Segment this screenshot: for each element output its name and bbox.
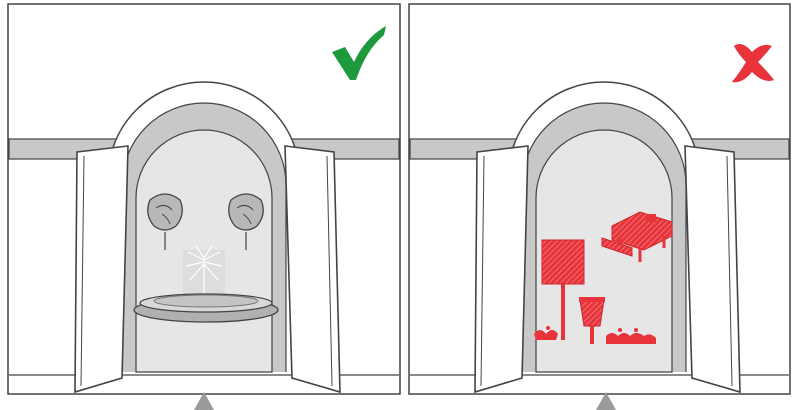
fountain-icon	[183, 246, 225, 296]
archway	[108, 82, 300, 372]
door-right	[285, 146, 340, 392]
pool-icon	[134, 294, 278, 322]
panel-incorrect	[409, 4, 790, 410]
door-left	[75, 146, 128, 392]
panel-correct	[8, 4, 400, 410]
door-left	[475, 146, 528, 392]
door-right	[685, 146, 740, 392]
